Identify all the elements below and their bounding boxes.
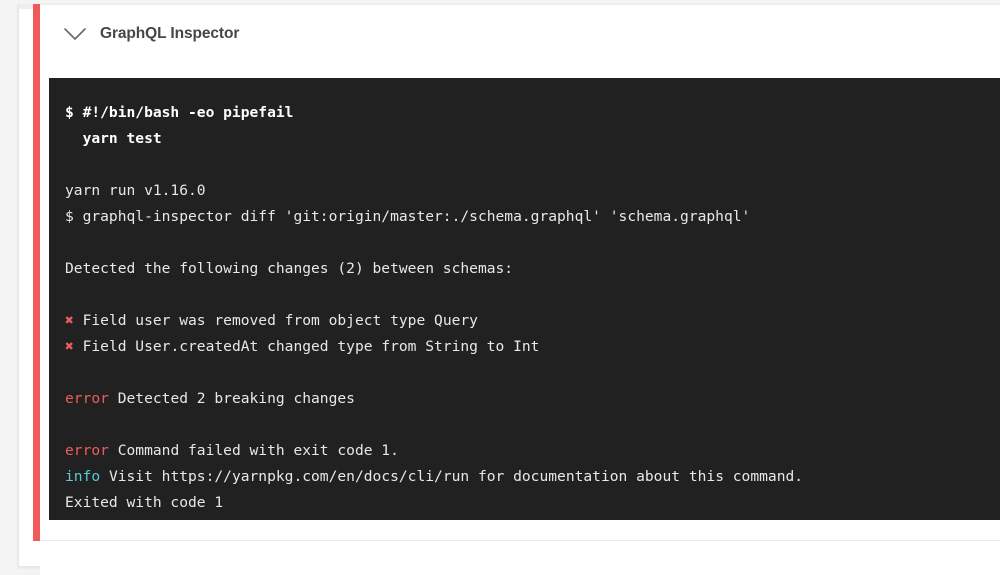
- step-status-bar: [33, 4, 40, 541]
- card-footer: [40, 541, 1000, 575]
- terminal-line: info Visit https://yarnpkg.com/en/docs/c…: [65, 464, 1000, 490]
- terminal-line: [65, 360, 1000, 386]
- terminal-line: error Command failed with exit code 1.: [65, 438, 1000, 464]
- breaking-change-cross-icon: ✖: [65, 338, 74, 355]
- terminal-line: Exited with code 1: [65, 494, 224, 511]
- terminal-line-text: Field User.createdAt changed type from S…: [73, 338, 540, 355]
- terminal-line: $ graphql-inspector diff 'git:origin/mas…: [65, 208, 751, 225]
- step-divider: [40, 540, 1000, 541]
- terminal-line: [65, 412, 1000, 438]
- terminal-line-text: Detected 2 breaking changes: [108, 390, 355, 407]
- step-title: GraphQL Inspector: [100, 25, 240, 42]
- breaking-change-cross-icon: ✖: [65, 312, 74, 329]
- terminal-line: [65, 230, 1000, 256]
- terminal-line: [65, 282, 1000, 308]
- terminal-line: ✖ Field user was removed from object typ…: [65, 308, 1000, 334]
- terminal-info-keyword: info: [65, 468, 101, 485]
- terminal-line-text: Visit https://yarnpkg.com/en/docs/cli/ru…: [100, 468, 804, 485]
- terminal-log-lines: $ #!/bin/bash -eo pipefail yarn test yar…: [49, 78, 1000, 520]
- terminal-line: $ #!/bin/bash -eo pipefail: [65, 104, 294, 121]
- terminal-line-text: Field user was removed from object type …: [73, 312, 478, 329]
- terminal-error-keyword: error: [65, 390, 109, 407]
- terminal-log-block[interactable]: $ #!/bin/bash -eo pipefail yarn test yar…: [49, 78, 1000, 520]
- terminal-line: yarn test: [65, 130, 162, 147]
- terminal-error-keyword: error: [65, 442, 109, 459]
- terminal-line: Detected the following changes (2) betwe…: [65, 260, 514, 277]
- terminal-line: ✖ Field User.createdAt changed type from…: [65, 334, 1000, 360]
- terminal-line-text: Command failed with exit code 1.: [108, 442, 399, 459]
- terminal-line: yarn run v1.16.0: [65, 182, 206, 199]
- step-header-toggle[interactable]: GraphQL Inspector: [40, 5, 1000, 63]
- chevron-down-icon[interactable]: [60, 19, 90, 49]
- terminal-line: error Detected 2 breaking changes: [65, 386, 1000, 412]
- terminal-line: [65, 152, 1000, 178]
